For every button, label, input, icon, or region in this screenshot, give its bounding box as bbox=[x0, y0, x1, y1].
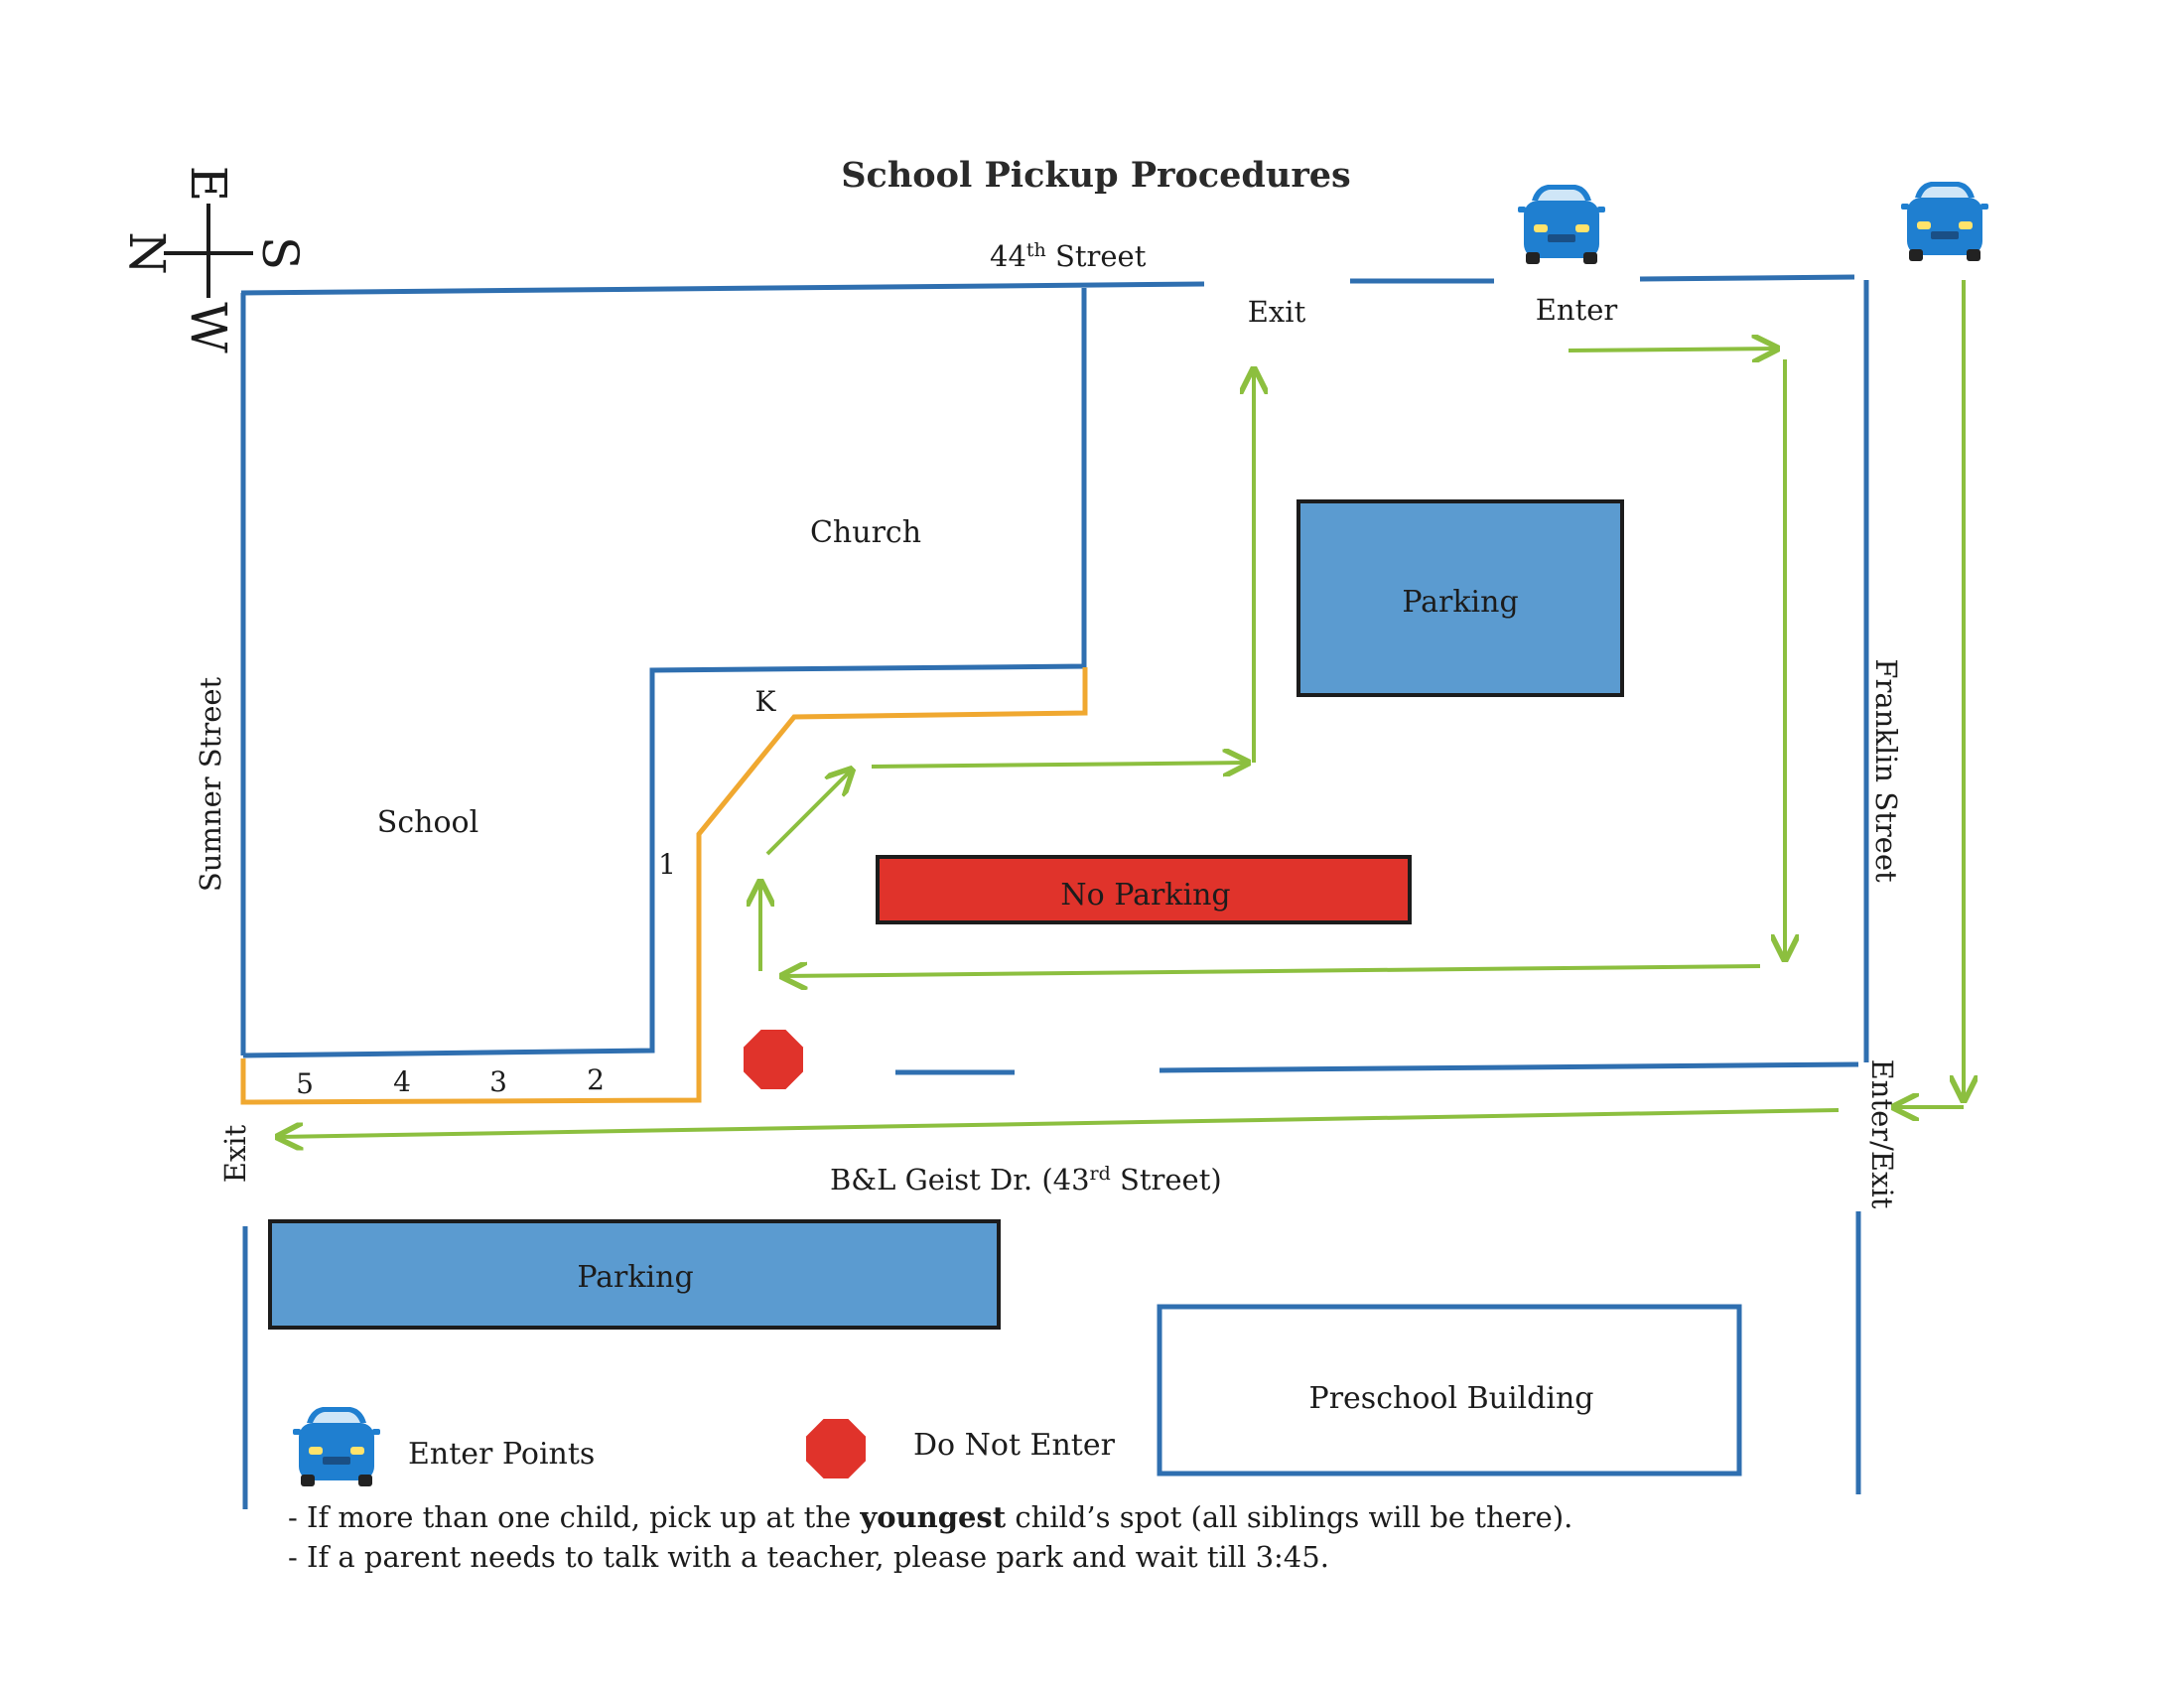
stop-sign-icon bbox=[744, 1030, 803, 1089]
legend-do-not-enter-label: Do Not Enter bbox=[913, 1428, 1116, 1463]
compass-east-label: E bbox=[180, 166, 237, 203]
north-curb-line-segment bbox=[1639, 274, 1855, 282]
note-text: child’s spot (all siblings will be there… bbox=[1006, 1500, 1573, 1534]
car-icon bbox=[1518, 185, 1605, 264]
road-lines bbox=[240, 274, 1869, 1509]
preschool-building-label: Preschool Building bbox=[1309, 1381, 1594, 1416]
parking-lot-south-label: Parking bbox=[577, 1260, 693, 1295]
church-label: Church bbox=[810, 515, 921, 550]
no-parking-label: No Parking bbox=[1060, 878, 1230, 913]
pickup-line bbox=[240, 667, 1088, 1105]
south-street-label: B&L Geist Dr. (43rd Street) bbox=[830, 1163, 1222, 1196]
north-curb-line bbox=[240, 281, 1205, 296]
note-line-2: - If a parent needs to talk with a teach… bbox=[288, 1540, 1329, 1574]
pickup-spots: K 1 2 3 4 5 bbox=[296, 685, 776, 1100]
pickup-notes: - If more than one child, pick up at the… bbox=[288, 1497, 1777, 1577]
route-arrow bbox=[765, 770, 852, 856]
north-street-label: 44th Street bbox=[990, 239, 1147, 273]
note-line-1: - If more than one child, pick up at the… bbox=[288, 1497, 1777, 1537]
east-street-label: Franklin Street bbox=[1869, 658, 1903, 883]
car-icon bbox=[1901, 182, 1988, 261]
preschool-building bbox=[1157, 1304, 1742, 1477]
compass-west-label: W bbox=[180, 302, 237, 353]
route-arrow bbox=[871, 763, 1248, 767]
page-title: School Pickup Procedures bbox=[841, 155, 1351, 196]
stop-sign-icon bbox=[806, 1419, 866, 1478]
pickup-spot-1: 1 bbox=[658, 848, 676, 881]
pickup-spot-2: 2 bbox=[587, 1063, 605, 1096]
parking-lot-south bbox=[268, 1219, 1001, 1330]
no-parking-zone bbox=[876, 855, 1412, 924]
pickup-spot-5: 5 bbox=[296, 1067, 314, 1100]
east-enter-exit-label: Enter/Exit bbox=[1865, 1059, 1899, 1209]
route-arrow bbox=[1568, 349, 1777, 351]
south-curb-line bbox=[1159, 1061, 1859, 1073]
car-icon bbox=[293, 1407, 380, 1486]
note-text: - If more than one child, pick up at the bbox=[288, 1500, 861, 1534]
school-label: School bbox=[377, 805, 478, 840]
pickup-spot-3: 3 bbox=[489, 1065, 507, 1098]
route-arrow bbox=[782, 966, 1761, 976]
parking-lot-north bbox=[1297, 499, 1624, 697]
route-arrow bbox=[278, 1108, 1840, 1137]
pickup-spot-4: 4 bbox=[393, 1065, 411, 1098]
west-exit-label: Exit bbox=[218, 1124, 252, 1183]
north-exit-label: Exit bbox=[1248, 295, 1306, 329]
west-street-label: Sumner Street bbox=[194, 676, 227, 892]
legend-enter-points-label: Enter Points bbox=[408, 1437, 595, 1472]
north-enter-label: Enter bbox=[1536, 293, 1618, 327]
compass-south-label: S bbox=[251, 236, 309, 270]
traffic-route bbox=[278, 280, 1964, 1137]
pickup-spot-k: K bbox=[755, 685, 777, 718]
parking-lot-north-label: Parking bbox=[1402, 585, 1518, 620]
compass-north-label: N bbox=[118, 231, 176, 275]
compass-icon: N S E W bbox=[118, 166, 309, 354]
legend: Enter Points Do Not Enter bbox=[293, 1407, 1116, 1486]
school-church-outline bbox=[242, 288, 1087, 1058]
note-emphasis: youngest bbox=[860, 1500, 1007, 1534]
